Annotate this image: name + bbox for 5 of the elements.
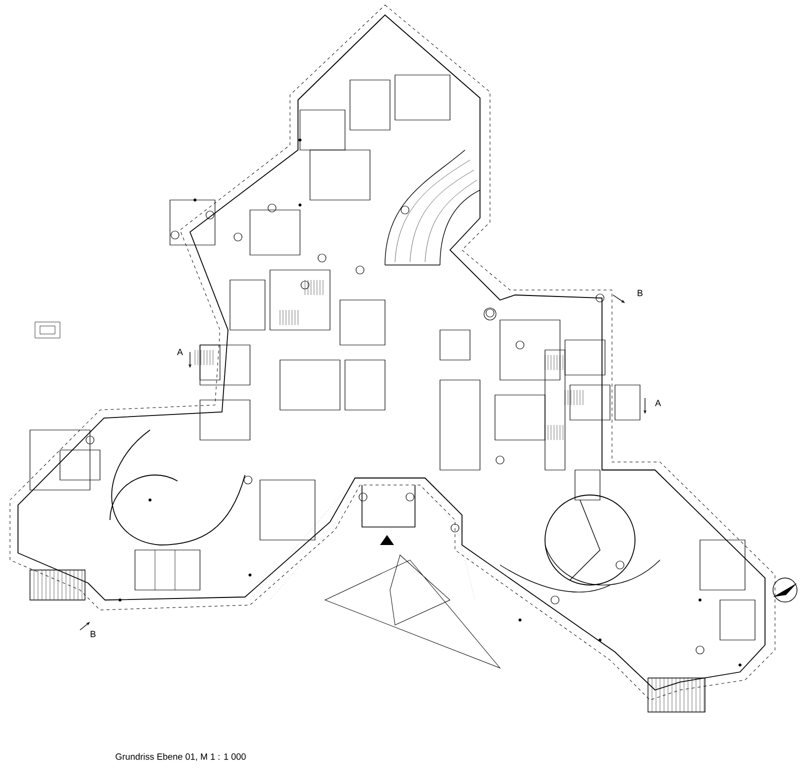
section-label: B	[90, 630, 96, 638]
section-label: A	[177, 348, 183, 356]
section-label: B	[638, 290, 643, 296]
section-label: A	[655, 400, 661, 406]
caption: Grundriss Ebene 01, M 1 : 1 000	[116, 753, 246, 761]
